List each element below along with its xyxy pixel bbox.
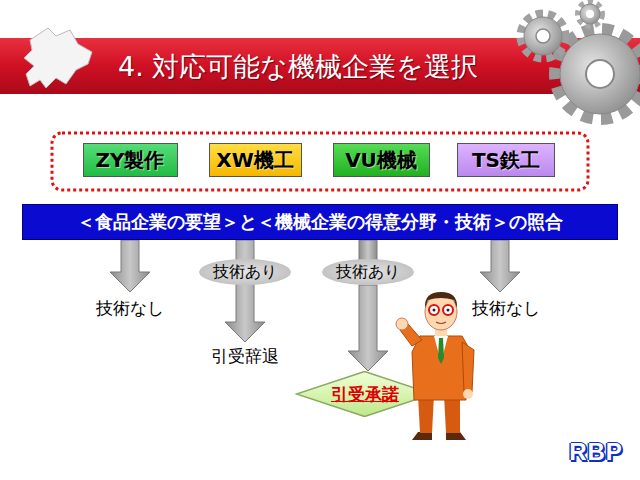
node-text: VU機械 — [345, 147, 417, 174]
glasses — [429, 305, 439, 315]
matching-band: ＜食品企業の要望＞と＜機械企業の得意分野・技術＞の照合 — [22, 204, 618, 240]
eye — [447, 309, 450, 312]
group-outline — [52, 133, 588, 190]
down-arrow — [110, 240, 150, 292]
shoe — [412, 432, 432, 440]
hand — [396, 318, 408, 330]
hokkaido-map — [24, 28, 92, 88]
decision-diamond: 引受承諾 — [295, 371, 434, 417]
node-text: XW機工 — [216, 147, 293, 174]
mouth — [436, 322, 446, 324]
arrow-body — [348, 285, 388, 371]
node-text: ＜食品企業の要望＞と＜機械企業の得意分野・技術＞の照合 — [77, 210, 563, 234]
pointing-arm — [400, 324, 422, 346]
node-text: 引受承諾 — [331, 383, 399, 406]
company-box: XW機工 — [209, 143, 302, 177]
flow-arrow — [348, 285, 388, 371]
gear — [580, 4, 600, 24]
eye — [433, 309, 436, 312]
company-box: ZY製作 — [83, 143, 178, 177]
node-text: ZY製作 — [96, 147, 165, 174]
result-oval: 技術あり — [322, 259, 414, 285]
gear — [524, 17, 562, 55]
tie — [438, 338, 444, 364]
result-arrows — [110, 240, 520, 342]
hand — [463, 389, 473, 399]
gear-hole — [586, 60, 614, 88]
down-arrow — [480, 240, 520, 292]
result-label: 技術なし — [472, 297, 540, 320]
result-label: 引受辞退 — [211, 345, 279, 368]
head — [425, 294, 457, 330]
diamond-outline — [297, 371, 433, 416]
logo-text: RBP — [569, 438, 623, 466]
gear-teeth — [578, 2, 602, 26]
slide-title: 4. 対応可能な機械企業を選択 — [118, 50, 478, 84]
arm — [462, 342, 474, 392]
shoe — [446, 432, 466, 440]
gear — [560, 34, 640, 114]
glasses — [443, 305, 453, 315]
company-box: TS鉄工 — [457, 143, 555, 177]
gears — [521, 2, 640, 118]
result-oval: 技術あり — [199, 259, 291, 285]
presenter — [396, 292, 474, 440]
leg — [418, 395, 434, 433]
leg — [444, 395, 460, 433]
suit — [412, 336, 470, 400]
result-label: 技術なし — [96, 297, 164, 320]
down-arrow — [225, 240, 265, 342]
gear-teeth — [521, 14, 565, 58]
hair — [425, 292, 457, 308]
gear-hole — [586, 10, 594, 18]
node-text: TS鉄工 — [472, 147, 540, 174]
gear-hole — [536, 29, 550, 43]
neck — [435, 326, 447, 336]
shirt — [434, 336, 448, 362]
node-text: 技術あり — [336, 262, 400, 283]
node-text: 技術あり — [213, 262, 277, 283]
company-box: VU機械 — [333, 143, 430, 177]
gear-teeth — [556, 30, 640, 118]
